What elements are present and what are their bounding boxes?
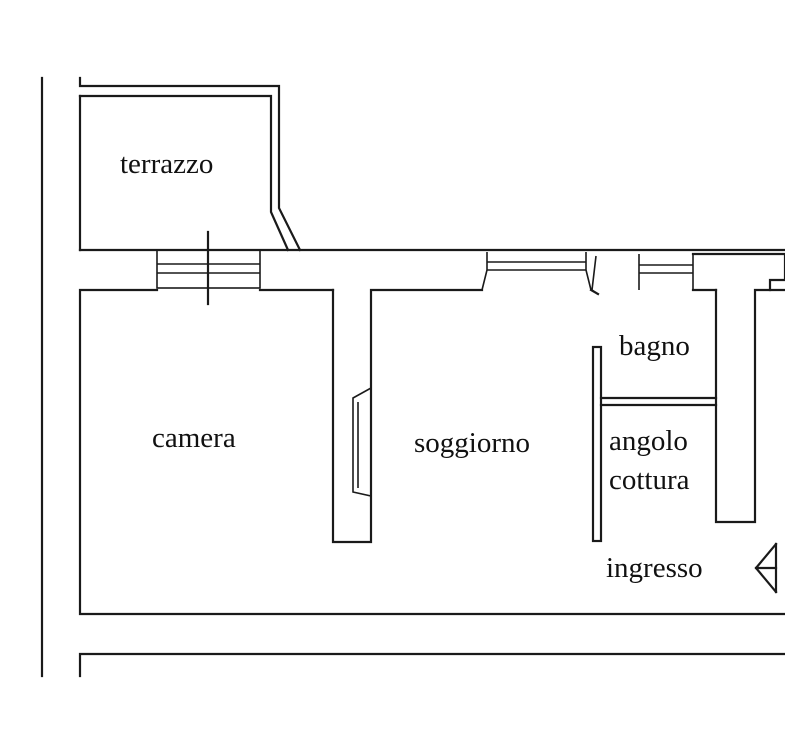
room-label-cottura: cottura [609, 464, 690, 496]
room-label-camera: camera [152, 422, 236, 454]
bottom-building-outline [78, 652, 785, 678]
window-soggiorno [481, 252, 592, 291]
bagno-partitions [591, 345, 718, 543]
room-label-bagno: bagno [619, 330, 690, 362]
right-column-wall [714, 288, 785, 524]
door-camera-soggiorno [352, 386, 372, 497]
room-label-ingresso: ingresso [606, 552, 703, 584]
terrazzo-outline [78, 76, 302, 252]
entrance-arrow-icon [754, 542, 778, 594]
room-label-soggiorno: soggiorno [414, 427, 530, 459]
window-camera [156, 230, 261, 306]
camera-walls [78, 288, 785, 616]
room-label-angolo: angolo [609, 425, 688, 457]
partition-camera-soggiorno [331, 288, 484, 544]
window-bagno [591, 254, 694, 295]
room-label-terrazzo: terrazzo [120, 148, 213, 180]
